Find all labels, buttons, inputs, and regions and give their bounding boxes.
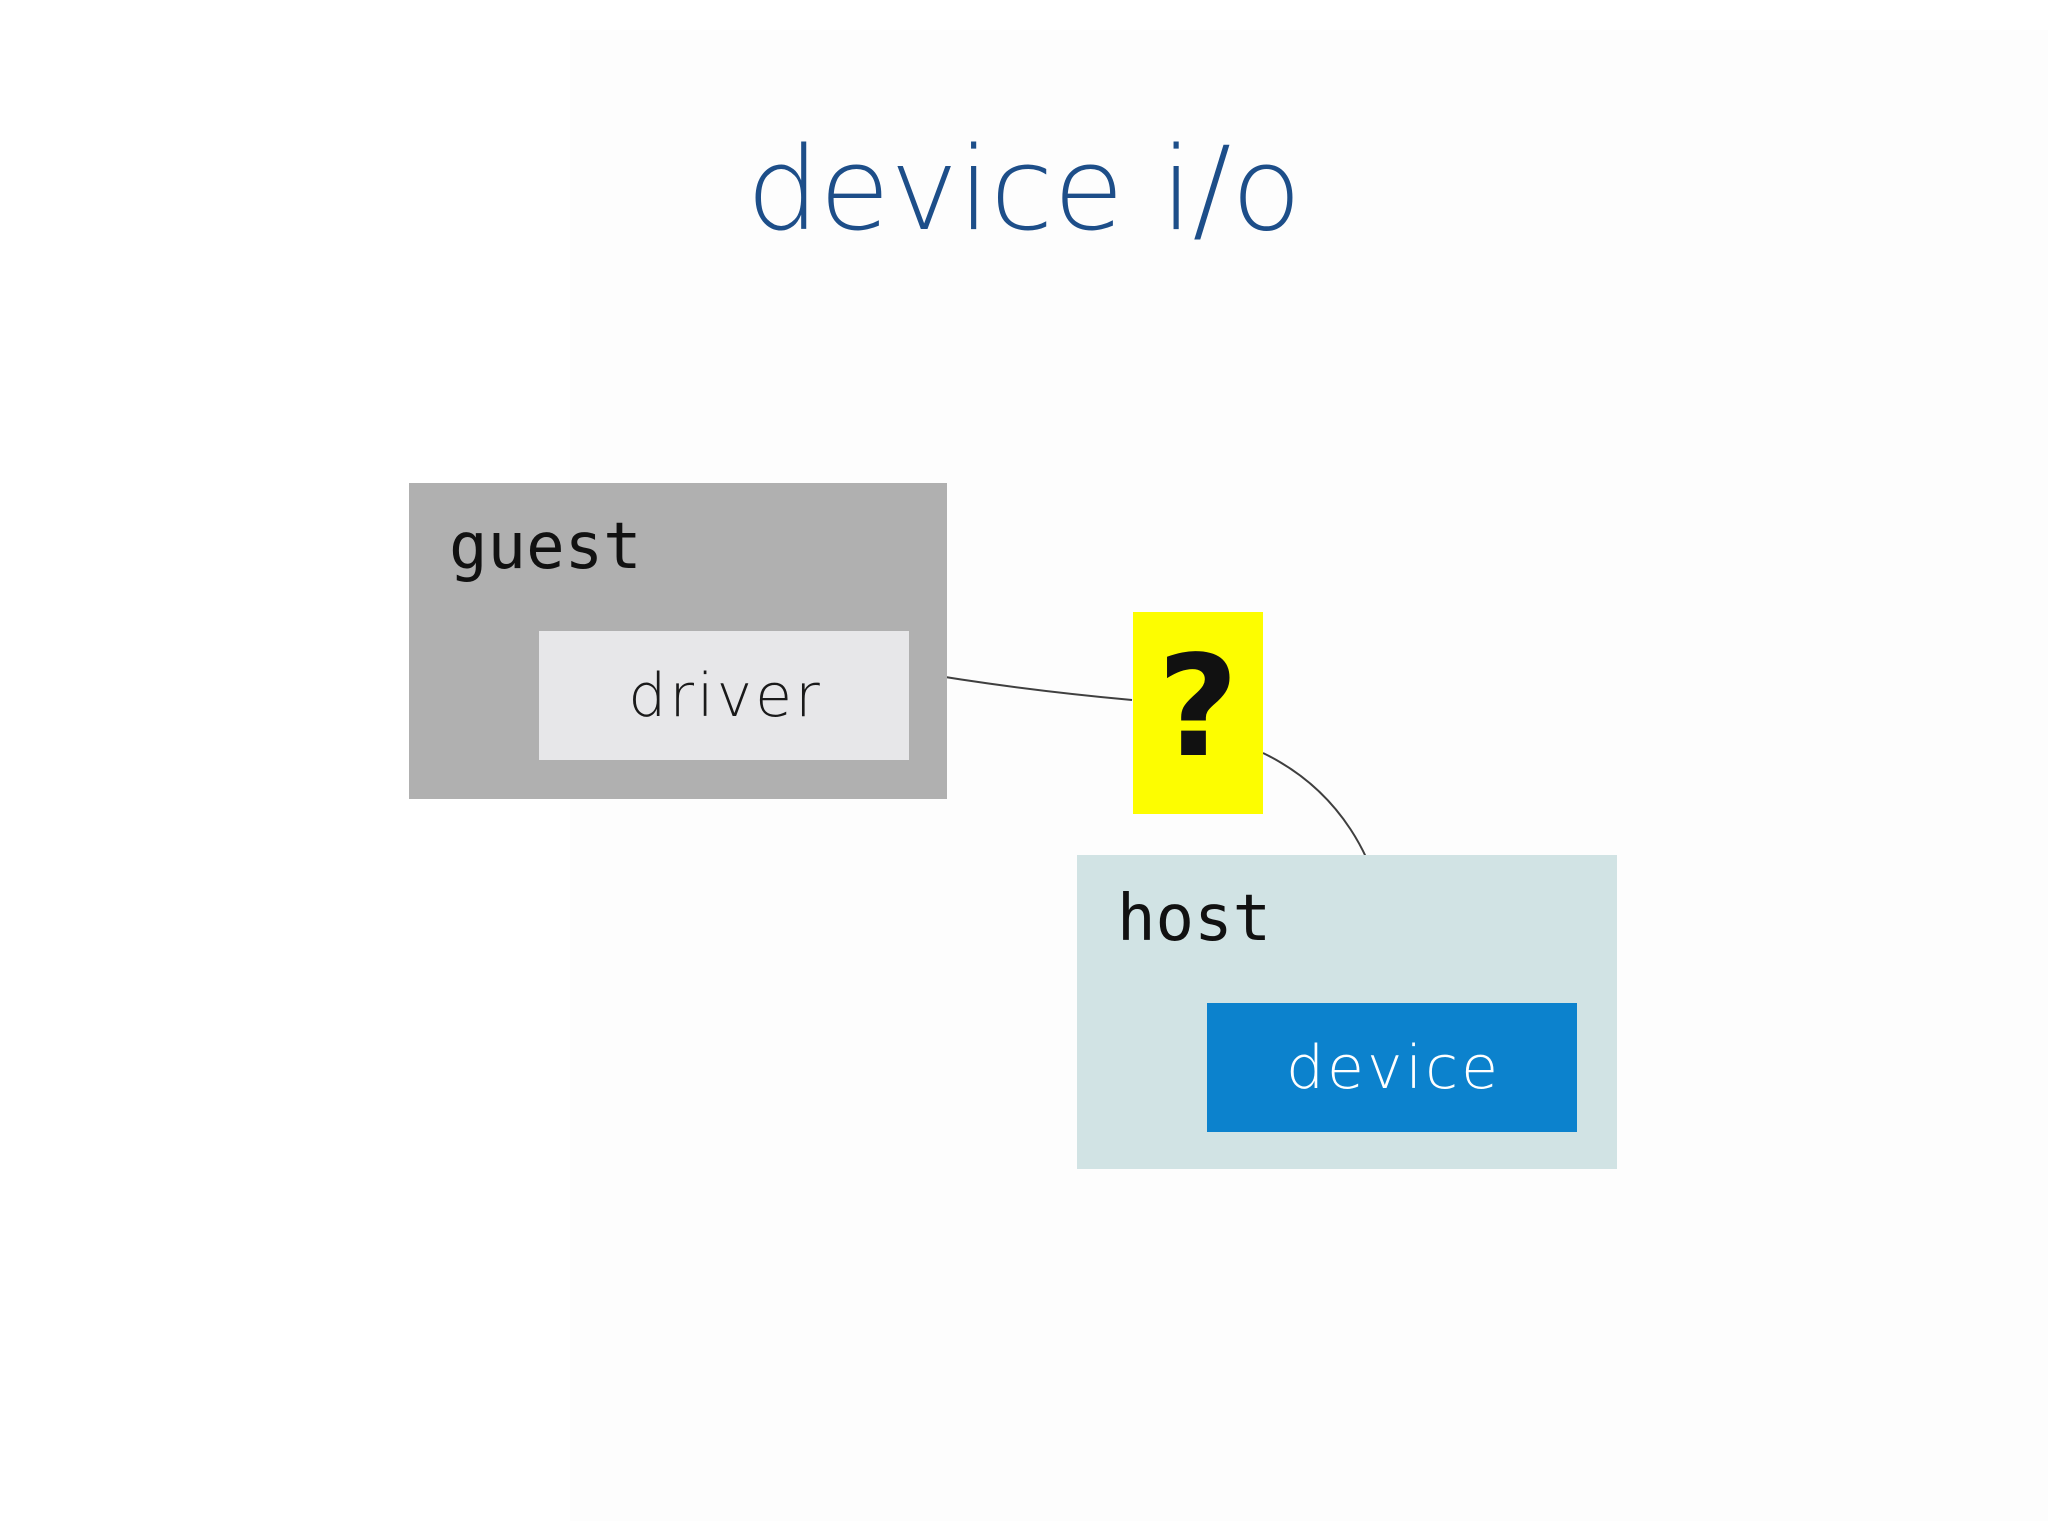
host-label: host — [1117, 882, 1272, 956]
question-mark-label: ? — [1157, 626, 1239, 789]
device-label: device — [1285, 1032, 1502, 1103]
host-box: host device — [1077, 855, 1617, 1169]
slide-title: device i/o — [746, 123, 1302, 257]
driver-label: driver — [628, 660, 823, 731]
driver-box: driver — [539, 631, 909, 760]
guest-label: guest — [449, 510, 642, 584]
guest-box: guest driver — [409, 483, 947, 799]
question-box: ? — [1133, 612, 1263, 814]
device-box: device — [1207, 1003, 1577, 1132]
